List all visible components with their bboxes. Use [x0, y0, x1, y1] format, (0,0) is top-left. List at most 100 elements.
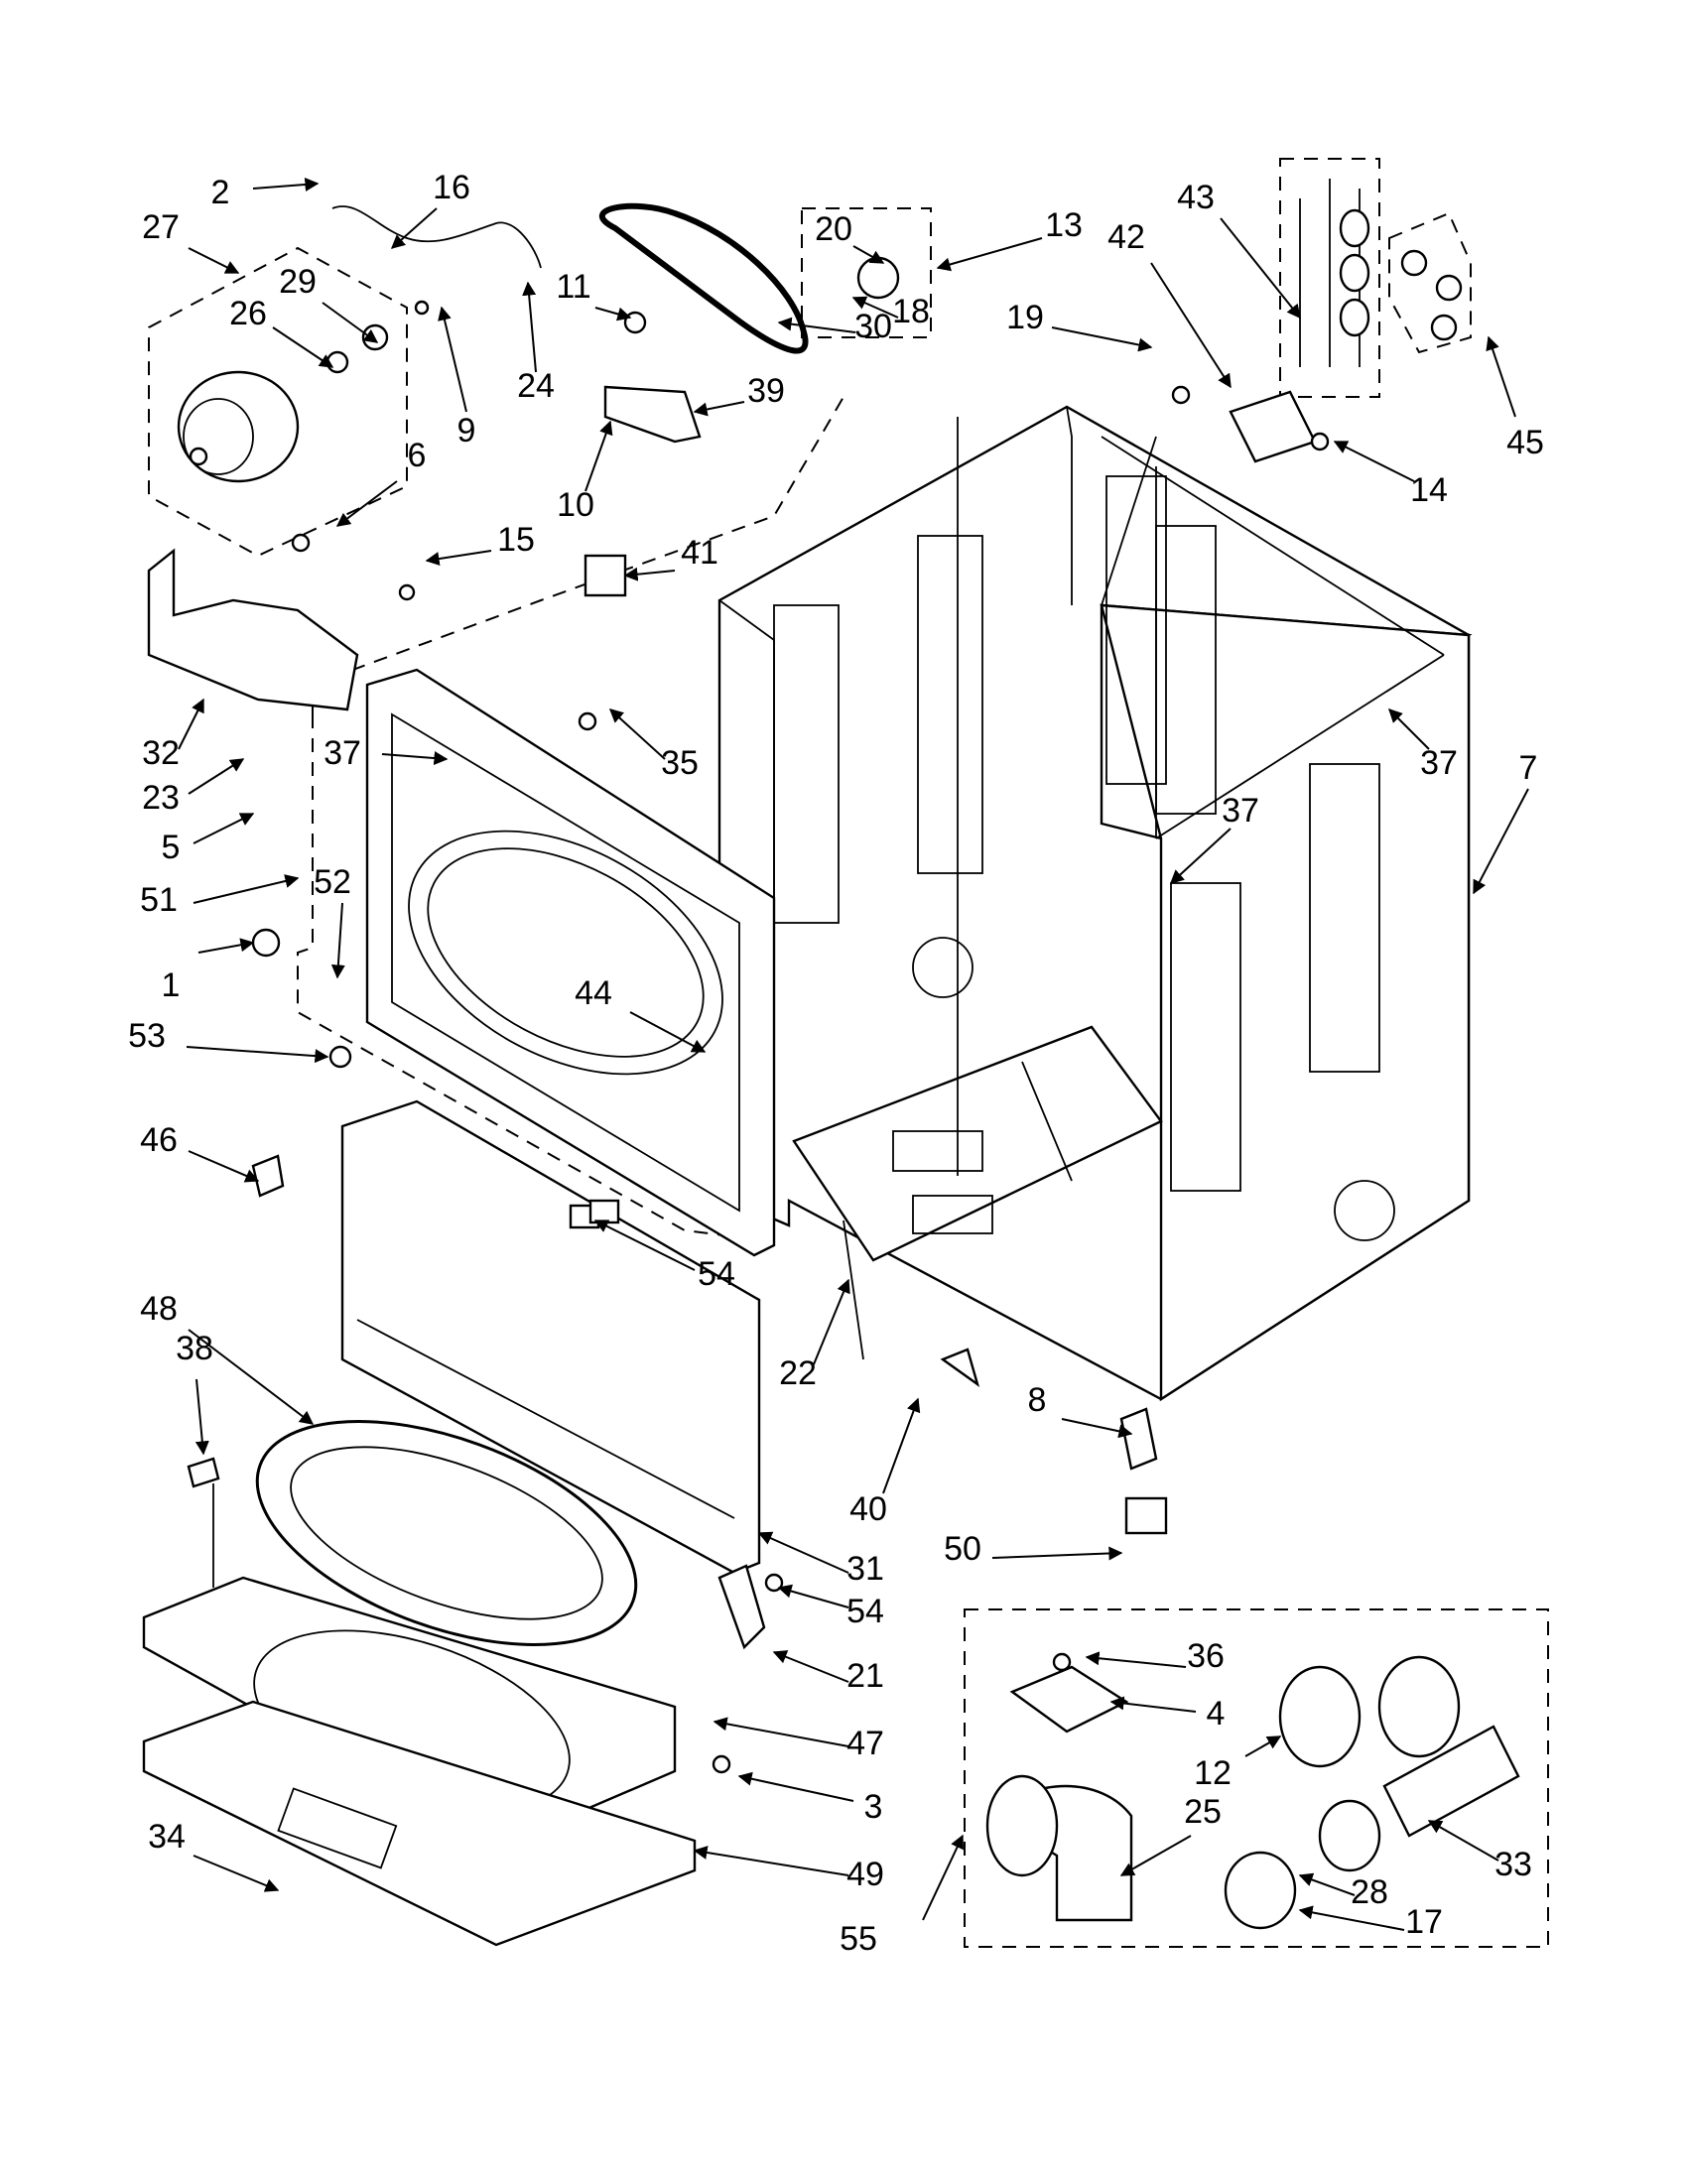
callout-34-label: 34: [148, 1818, 186, 1856]
callout-54b-leader: [777, 1584, 849, 1608]
callout-54b-label: 54: [846, 1593, 884, 1630]
callout-7-label: 7: [1519, 749, 1538, 787]
callout-22-label: 22: [779, 1354, 817, 1392]
callout-17-leader: [1298, 1905, 1405, 1931]
callout-32-leader: [178, 698, 204, 750]
callout-18-leader: [851, 296, 899, 319]
callout-50-leader: [991, 1546, 1123, 1561]
idler-pulley: [856, 256, 900, 300]
callout-14-leader: [1333, 441, 1415, 482]
callout-37a-leader: [381, 751, 449, 766]
callout-55-leader: [922, 1834, 964, 1921]
callout-15-leader: [425, 550, 492, 567]
callout-32-label: 32: [142, 734, 180, 772]
callout-48-label: 48: [140, 1290, 178, 1328]
callout-40-leader: [882, 1397, 921, 1494]
parts-drawing: [142, 158, 1549, 1948]
callout-13-label: 13: [1045, 206, 1083, 244]
idler-pulley-group: [801, 207, 932, 338]
motor-mount: [147, 548, 359, 711]
callout-53-label: 53: [128, 1017, 166, 1055]
callout-46-leader: [188, 1150, 260, 1183]
callout-37c-leader: [1169, 828, 1232, 884]
callout-4-leader: [1109, 1696, 1197, 1713]
connector-group: [1388, 211, 1472, 354]
callout-25-label: 25: [1184, 1793, 1222, 1831]
callout-3-label: 3: [864, 1788, 883, 1826]
callout-27-leader: [188, 247, 240, 274]
callout-46-label: 46: [140, 1121, 178, 1159]
callout-44-label: 44: [575, 974, 612, 1012]
wire-harness: [1299, 179, 1463, 367]
callout-50-label: 50: [944, 1530, 981, 1568]
callout-42-label: 42: [1107, 218, 1145, 256]
callout-45-leader: [1486, 335, 1516, 418]
callout-11-leader: [594, 307, 632, 321]
callout-55-label: 55: [840, 1920, 877, 1958]
callout-23-leader: [188, 758, 245, 795]
callout-51-label: 51: [140, 881, 178, 919]
callout-37b-label: 37: [1420, 744, 1458, 782]
callout-12-leader: [1244, 1735, 1282, 1757]
callout-21-leader: [772, 1650, 849, 1683]
exhaust-parts: [985, 1655, 1520, 1930]
callout-35-leader: [608, 708, 666, 760]
callout-37b-leader: [1388, 708, 1430, 750]
callout-25-leader: [1119, 1835, 1192, 1876]
callout-21-label: 21: [846, 1657, 884, 1695]
callout-14-label: 14: [1410, 471, 1448, 509]
callout-30-label: 30: [854, 308, 892, 345]
callout-12-label: 12: [1194, 1754, 1232, 1792]
callout-31-label: 31: [846, 1550, 884, 1588]
callout-13-leader: [936, 237, 1043, 272]
callout-37c-label: 37: [1222, 792, 1259, 830]
callout-36-label: 36: [1187, 1637, 1225, 1675]
callout-53-leader: [186, 1046, 329, 1064]
callout-26-leader: [272, 326, 334, 368]
callout-24-leader: [522, 281, 537, 373]
callout-51-leader: [193, 874, 300, 904]
callout-33-leader: [1427, 1820, 1499, 1862]
callout-44-leader: [629, 1011, 707, 1053]
callout-28-label: 28: [1351, 1873, 1388, 1911]
callout-1-leader: [197, 938, 255, 954]
callout-36-leader: [1085, 1651, 1187, 1668]
callout-22-leader: [813, 1278, 850, 1365]
callout-26-label: 26: [229, 295, 267, 332]
callout-7-leader: [1473, 788, 1529, 895]
callout-35-label: 35: [661, 744, 699, 782]
callout-20-leader: [852, 245, 885, 264]
motor-assembly-group: [148, 246, 408, 558]
callout-5-label: 5: [162, 829, 181, 866]
callout-19-label: 19: [1006, 299, 1044, 336]
callout-16-label: 16: [433, 169, 470, 206]
callout-34-leader: [193, 1855, 280, 1892]
callout-18-label: 18: [892, 293, 930, 330]
callout-17-label: 17: [1405, 1903, 1443, 1941]
power-cord: [331, 205, 542, 269]
callout-41-leader: [623, 567, 676, 581]
door-seal: [255, 1420, 638, 1646]
callout-28-leader: [1298, 1872, 1356, 1896]
callout-2-label: 2: [211, 174, 230, 211]
callout-38-label: 38: [176, 1330, 213, 1367]
callout-47-leader: [713, 1717, 849, 1747]
callout-30-leader: [777, 317, 856, 333]
callout-54a-leader: [593, 1220, 696, 1271]
callout-49-label: 49: [846, 1856, 884, 1893]
callout-42-leader: [1150, 262, 1232, 389]
callout-52-leader: [330, 902, 345, 979]
callout-31-leader: [757, 1531, 849, 1574]
callout-43-leader: [1220, 217, 1301, 320]
callout-27-label: 27: [142, 208, 180, 246]
motor: [177, 323, 389, 483]
callout-20-label: 20: [815, 210, 852, 248]
cabinet: [717, 405, 1473, 1402]
callout-8-label: 8: [1028, 1381, 1047, 1419]
callout-37a-label: 37: [324, 734, 361, 772]
callout-5-leader: [193, 813, 255, 844]
toe-panel: [340, 1099, 761, 1575]
callout-6-leader: [335, 480, 398, 527]
